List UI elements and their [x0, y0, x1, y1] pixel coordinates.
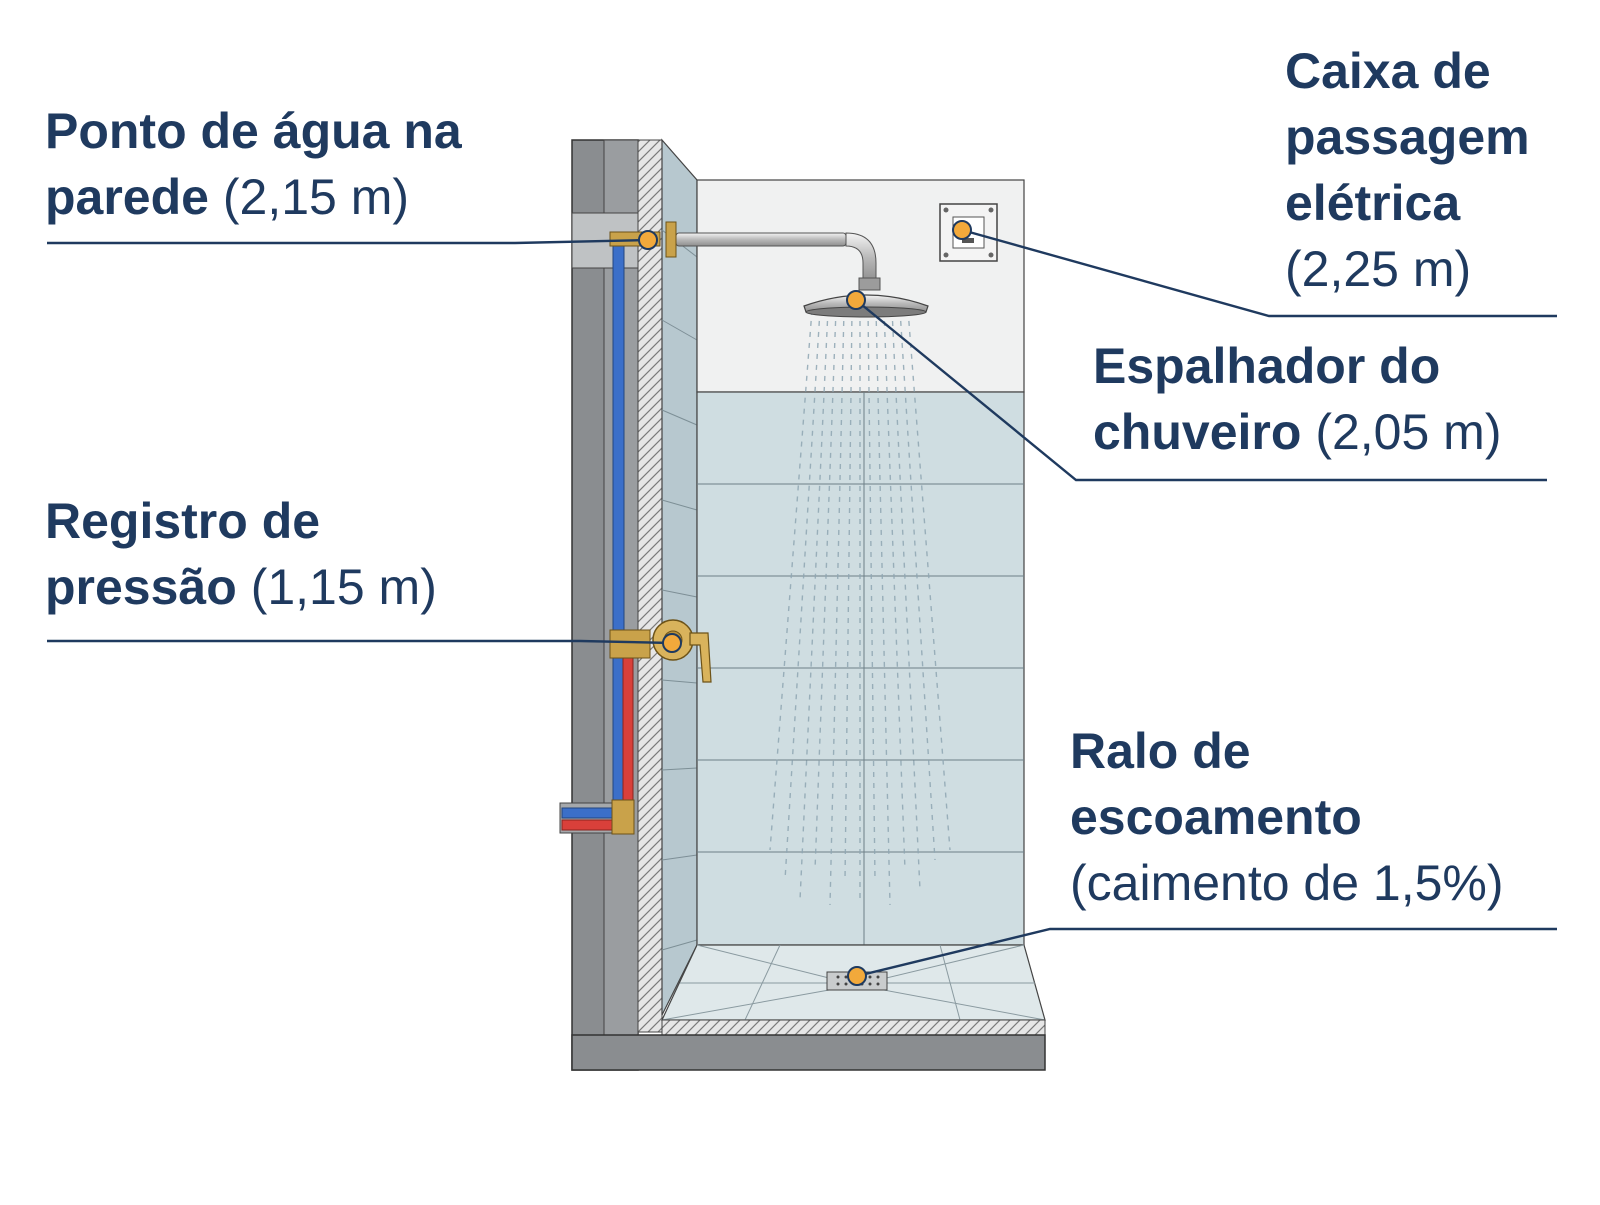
ponto-agua-title-line2: parede: [45, 169, 209, 225]
shower-head: [803, 294, 929, 318]
wall-insulation-layer: [637, 139, 663, 1033]
espalhador-title-line1: Espalhador do: [1093, 338, 1441, 394]
caixa-title-line2: passagem: [1285, 109, 1530, 165]
caixa-title-line1: Caixa de: [1285, 43, 1491, 99]
marker-registro: [662, 633, 682, 653]
markers: [638, 220, 972, 986]
caixa-title-line3: elétrica: [1285, 175, 1461, 231]
callout-espalhador: Espalhador do chuveiro (2,05 m): [1093, 333, 1501, 465]
caixa-measure: (2,25 m): [1285, 241, 1472, 297]
side-wall-tiles: [661, 138, 698, 1016]
shower-arm: [675, 232, 881, 291]
leader-espalhador: [855, 299, 1547, 482]
registro-measure: (1,15 m): [250, 559, 437, 615]
marker-caixa-passagem: [952, 220, 972, 240]
registro-title-line1: Registro de: [45, 493, 321, 549]
leader-ralo: [856, 927, 1557, 978]
ralo-title-line1: Ralo de: [1070, 723, 1251, 779]
callout-ponto-agua: Ponto de água na parede (2,15 m): [45, 98, 462, 230]
ponto-agua-measure: (2,15 m): [222, 169, 410, 225]
marker-ralo: [847, 966, 867, 986]
water-spray: [769, 309, 951, 906]
leader-lines: [47, 228, 1557, 978]
ralo-measure: (caimento de 1,5%): [1070, 855, 1504, 911]
espalhador-measure: (2,05 m): [1315, 404, 1502, 460]
concrete-wall: [559, 139, 639, 1071]
ponto-agua-title-line1: Ponto de água na: [45, 103, 462, 159]
registro-title-line2: pressão: [45, 559, 237, 615]
callout-registro: Registro de pressão (1,15 m): [45, 488, 437, 620]
callout-caixa-passagem: Caixa de passagem elétrica (2,25 m): [1285, 38, 1530, 302]
leader-ponto-agua: [47, 238, 651, 245]
callout-ralo: Ralo de escoamento (caimento de 1,5%): [1070, 718, 1504, 916]
espalhador-title-line2: chuveiro: [1093, 404, 1302, 460]
marker-ponto-agua: [638, 230, 658, 250]
ralo-title-line2: escoamento: [1070, 789, 1362, 845]
marker-espalhador: [846, 290, 866, 310]
leader-caixa-passagem: [961, 228, 1557, 318]
leader-registro: [47, 639, 673, 645]
